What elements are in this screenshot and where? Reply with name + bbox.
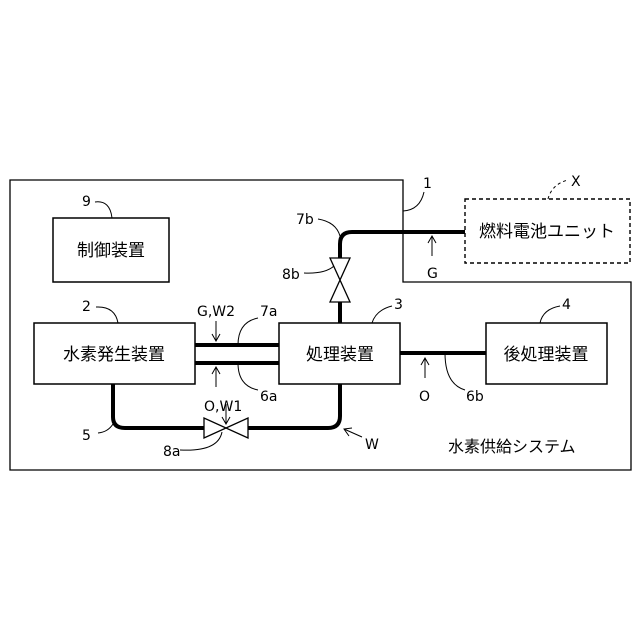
leader-3 xyxy=(372,306,392,323)
control-unit-label: 制御装置 xyxy=(77,241,145,261)
ref-label-6b: 6b xyxy=(466,389,484,405)
ref-label-3: 3 xyxy=(394,297,403,313)
leader-x xyxy=(548,180,568,199)
ref-label-9: 9 xyxy=(82,194,91,210)
ref-label-4: 4 xyxy=(562,297,571,313)
flow-arrow-gw2 xyxy=(212,321,220,341)
ref-label-5: 5 xyxy=(82,428,91,444)
flow-label-gw2: G,W2 xyxy=(197,304,235,320)
flow-arrow-o xyxy=(421,358,429,378)
leader-8a xyxy=(180,432,222,450)
leader-2 xyxy=(96,307,118,323)
system-label: 水素供給システム xyxy=(448,437,576,456)
ref-label-x: X xyxy=(571,174,581,190)
ref-label-2: 2 xyxy=(82,299,91,315)
processing-unit-label: 処理装置 xyxy=(306,345,374,365)
leader-5 xyxy=(98,424,113,433)
flow-label-g: G xyxy=(427,266,438,282)
ref-label-8a: 8a xyxy=(163,444,181,460)
leader-9 xyxy=(95,202,112,218)
ref-label-6a: 6a xyxy=(260,389,278,405)
flow-label-o: O xyxy=(419,389,430,405)
fuel-cell-unit-label: 燃料電池ユニット xyxy=(479,222,615,242)
valve-8b xyxy=(330,258,350,302)
post-processing-unit-label: 後処理装置 xyxy=(504,345,589,365)
leader-6b xyxy=(445,353,465,390)
leader-7a xyxy=(238,318,258,345)
flow-label-ow1: O,W1 xyxy=(204,399,242,415)
ref-label-1: 1 xyxy=(423,176,432,192)
leader-4 xyxy=(540,306,560,323)
leader-6a xyxy=(238,363,258,390)
ref-label-8b: 8b xyxy=(282,267,300,283)
leader-8b xyxy=(304,266,334,273)
ref-label-7b: 7b xyxy=(296,212,314,228)
flow-arrow-o-lower xyxy=(212,367,220,387)
flow-arrow-w xyxy=(344,428,362,437)
flow-arrow-g xyxy=(428,236,436,256)
leader-7b xyxy=(318,219,340,236)
flow-label-w: W xyxy=(365,437,379,453)
leader-1 xyxy=(403,192,424,211)
ref-label-7a: 7a xyxy=(260,304,278,320)
hydrogen-generator-label: 水素発生装置 xyxy=(63,345,165,365)
